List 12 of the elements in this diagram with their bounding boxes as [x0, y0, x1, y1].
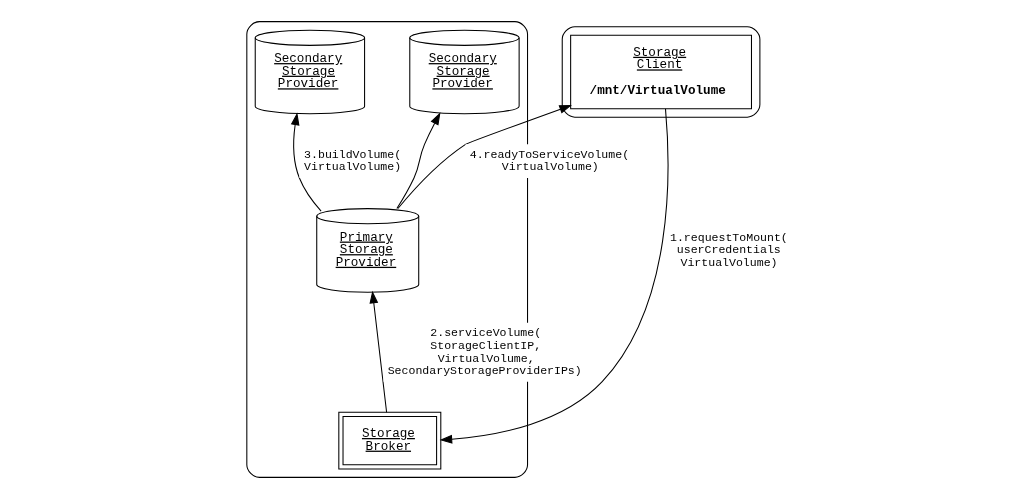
arrow [396, 104, 572, 209]
edge-label: 4.readyToServiceVolume( VirtualVolume) [469, 147, 629, 173]
cluster [561, 25, 760, 118]
edge-label: 3.buildVolume( VirtualVolume) [303, 147, 401, 173]
arrow [290, 112, 322, 212]
edge-label: 2.serviceVolume( StorageClientIP, VirtualVolume, SecondaryStorageProviderIPs) [387, 325, 582, 377]
edge-label: 1.requestToMount( userCredentials VirtualVolume) [669, 230, 788, 269]
arrow [368, 290, 387, 413]
node-box: Storage Broker [337, 411, 441, 469]
arrow [439, 107, 669, 444]
arrow [395, 111, 440, 209]
node-box: Storage Client /mnt/VirtualVolume [569, 34, 752, 109]
